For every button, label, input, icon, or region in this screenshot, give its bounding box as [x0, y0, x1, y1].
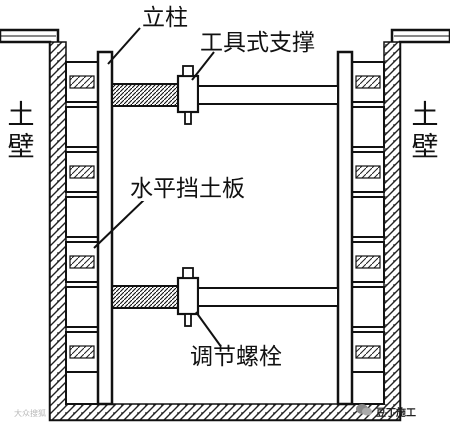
lagging-board — [65, 106, 99, 148]
lagging-board — [65, 196, 99, 238]
lagging-board — [351, 371, 385, 405]
lower-tool-strut — [111, 267, 339, 327]
label-tool-strut: 工具式支撑 — [200, 30, 315, 56]
lagging-board — [351, 286, 385, 328]
brand-area: 豆丁施工 — [356, 402, 442, 419]
leader-bolt — [195, 311, 223, 349]
watermark-left: 大众搜狐 — [14, 409, 46, 418]
wechat-bubble-icon — [356, 404, 372, 416]
lagging-board — [65, 371, 99, 405]
leader-strut — [191, 51, 215, 81]
label-column: 立柱 — [142, 5, 188, 31]
leader-lagging — [93, 197, 147, 249]
left-column — [96, 50, 114, 406]
lagging-board — [65, 286, 99, 328]
lagging-board — [351, 106, 385, 148]
label-lagging: 水平挡土板 — [128, 176, 247, 202]
right-column — [336, 50, 354, 406]
lagging-board — [351, 196, 385, 238]
brand-name: 豆丁施工 — [376, 408, 416, 419]
label-soil-wall-right: 土壁 — [411, 100, 439, 163]
leader-column — [107, 27, 141, 65]
label-adjust-bolt: 调节螺栓 — [188, 344, 284, 370]
upper-tool-strut — [111, 65, 339, 125]
label-soil-wall-left: 土壁 — [7, 100, 35, 163]
